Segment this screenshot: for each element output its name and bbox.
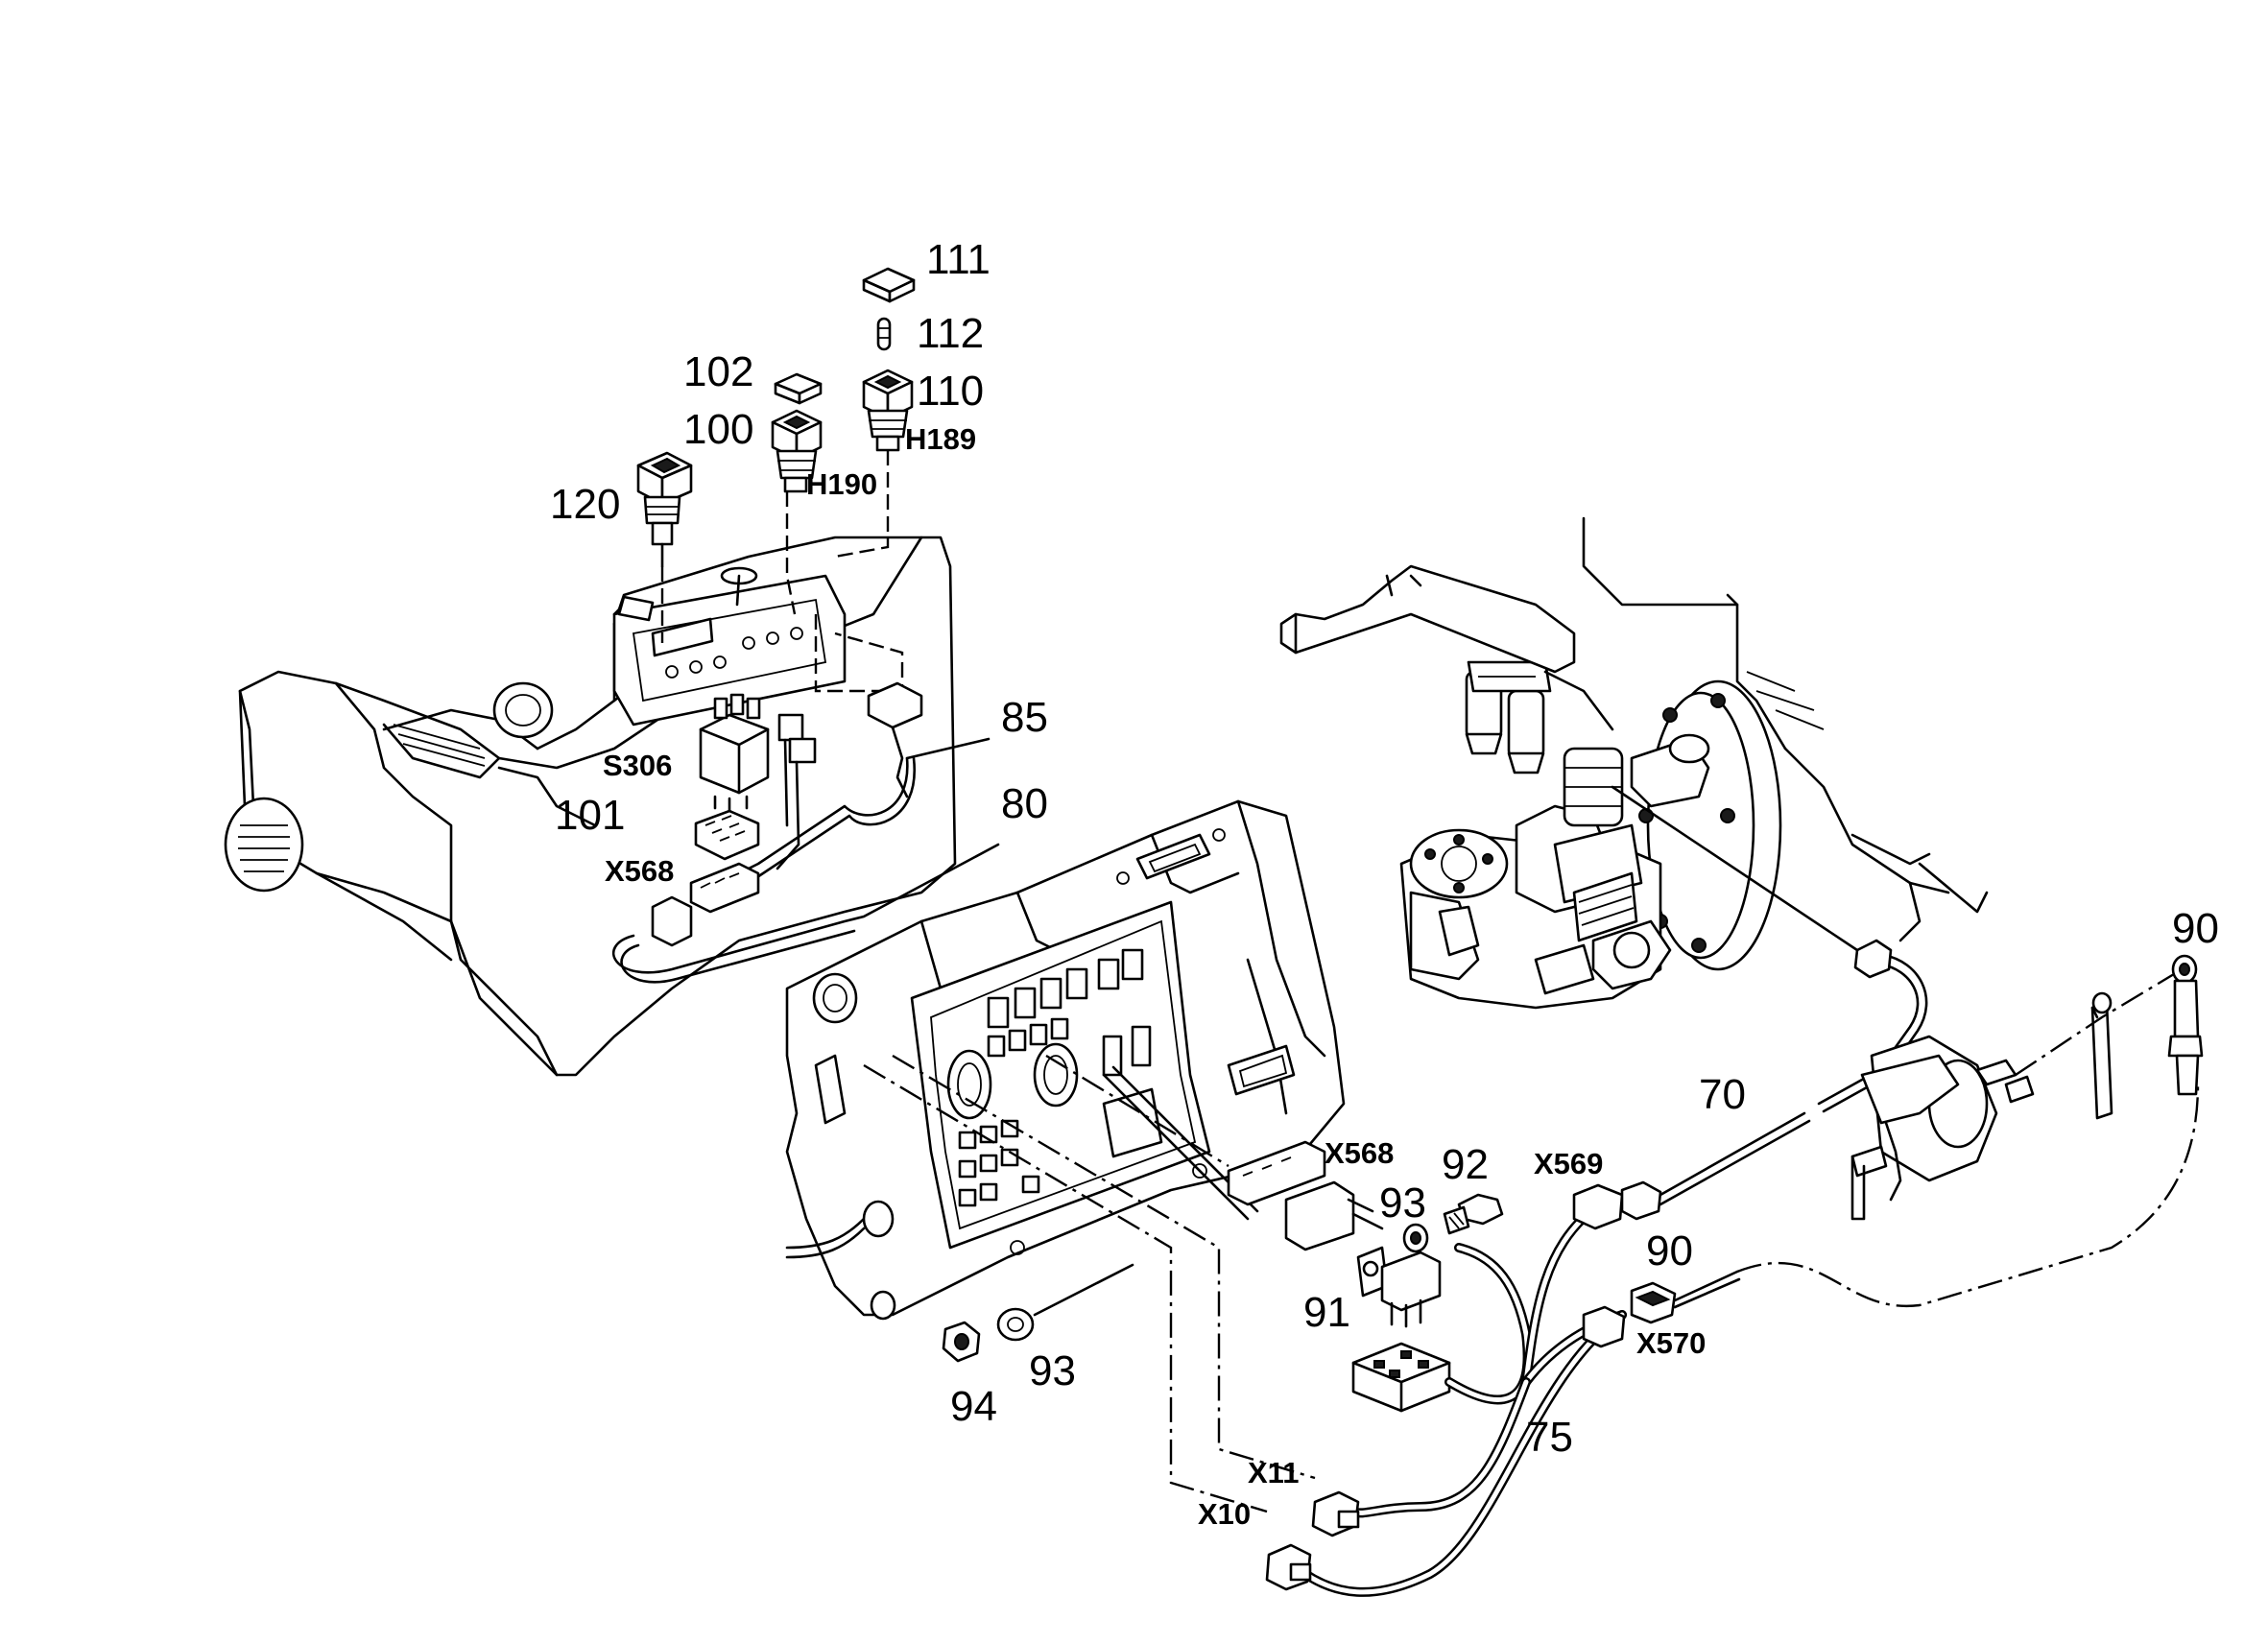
label-90-top: 90 bbox=[2172, 905, 2219, 952]
socket-101 bbox=[694, 809, 760, 861]
harness-75 bbox=[1301, 1204, 1627, 1597]
engine-block bbox=[1582, 516, 1989, 942]
label-x569: X569 bbox=[1534, 1147, 1603, 1180]
leader-110 bbox=[834, 450, 890, 559]
ground-strap bbox=[2090, 991, 2113, 1120]
harness-left bbox=[737, 756, 909, 875]
support-bracket bbox=[1279, 564, 1576, 674]
switch-panel bbox=[612, 566, 847, 727]
label-s306: S306 bbox=[603, 749, 672, 782]
label-x568-mid: X568 bbox=[1325, 1136, 1394, 1170]
label-90-mid: 90 bbox=[1646, 1227, 1693, 1275]
leader-x570 bbox=[1736, 1084, 2200, 1308]
cable-70-f bbox=[1881, 953, 1928, 1077]
plug-x569 bbox=[1572, 1180, 1662, 1230]
plug-x10 bbox=[1265, 1543, 1312, 1591]
label-h190: H190 bbox=[806, 467, 877, 501]
leader-x10 bbox=[863, 1063, 1268, 1513]
cable-70 bbox=[1659, 1111, 1806, 1197]
label-70: 70 bbox=[1699, 1071, 1746, 1118]
label-92: 92 bbox=[1442, 1141, 1489, 1188]
switch-110 bbox=[862, 369, 914, 452]
label-75: 75 bbox=[1526, 1414, 1573, 1461]
cap-102 bbox=[774, 372, 823, 405]
cable-70-e bbox=[1879, 963, 1920, 1069]
label-h189: H189 bbox=[905, 422, 976, 456]
label-110: 110 bbox=[917, 368, 984, 415]
bolt-92 bbox=[1443, 1193, 1504, 1235]
label-100: 100 bbox=[683, 406, 753, 453]
nut-94 bbox=[942, 1321, 981, 1363]
filter-pair bbox=[1465, 660, 1614, 774]
label-85: 85 bbox=[1001, 694, 1048, 741]
leader-94 bbox=[1033, 1263, 1134, 1317]
hydraulic-pump bbox=[1399, 733, 1710, 1010]
cable-end-90 bbox=[2167, 954, 2204, 1096]
label-101: 101 bbox=[555, 792, 625, 839]
plug-x11 bbox=[1311, 1490, 1360, 1537]
leader-x568-mid bbox=[1045, 1054, 1229, 1168]
label-x11: X11 bbox=[1248, 1456, 1299, 1489]
cabinet-fuses bbox=[958, 948, 1163, 1207]
switch-100 bbox=[771, 409, 823, 493]
stop-solenoid bbox=[1850, 1035, 2035, 1221]
connector-75 bbox=[1351, 1342, 1451, 1413]
label-94: 94 bbox=[950, 1383, 997, 1430]
part-labels: 111 112 110 H189 102 100 H190 120 85 80 … bbox=[550, 236, 2219, 1531]
leader-100 bbox=[785, 491, 797, 615]
label-x568-left: X568 bbox=[605, 854, 674, 888]
label-111: 111 bbox=[926, 236, 991, 283]
plug-x568-mid bbox=[1227, 1140, 1384, 1251]
bulb-112 bbox=[876, 317, 892, 351]
cable-70-b bbox=[1659, 1119, 1811, 1206]
label-80: 80 bbox=[1001, 780, 1048, 827]
switch-120 bbox=[636, 451, 693, 568]
cap-111 bbox=[862, 267, 916, 303]
washer-93-low bbox=[996, 1307, 1035, 1342]
plug-70-end bbox=[1853, 939, 1893, 979]
cable-70-c bbox=[1817, 1078, 1864, 1106]
label-x570: X570 bbox=[1636, 1326, 1706, 1360]
plug-x570 bbox=[1582, 1281, 1677, 1348]
connector-85 bbox=[867, 681, 923, 798]
leader-90 bbox=[2015, 972, 2175, 1076]
plug-x568-left bbox=[651, 862, 760, 947]
cable-70-d bbox=[1822, 1085, 1869, 1113]
washer-93-mid bbox=[1402, 1223, 1429, 1253]
cable-x570 bbox=[1673, 1270, 1739, 1302]
label-120: 120 bbox=[550, 481, 620, 528]
label-93-low: 93 bbox=[1029, 1347, 1076, 1394]
label-91: 91 bbox=[1303, 1289, 1350, 1336]
relay-s306 bbox=[699, 693, 770, 814]
label-112: 112 bbox=[917, 310, 984, 357]
label-93-mid: 93 bbox=[1379, 1179, 1426, 1227]
leader-x11 bbox=[892, 1054, 1316, 1480]
harness-80-b bbox=[620, 929, 856, 984]
leader-85 bbox=[905, 737, 991, 760]
label-102: 102 bbox=[683, 348, 753, 395]
label-x10: X10 bbox=[1198, 1497, 1251, 1531]
pump-link bbox=[1611, 785, 1859, 952]
harness-left-b bbox=[747, 756, 916, 885]
control-cabinet bbox=[785, 799, 1346, 1321]
relay-91 bbox=[1356, 1246, 1442, 1328]
cable-x570-b bbox=[1673, 1277, 1741, 1309]
